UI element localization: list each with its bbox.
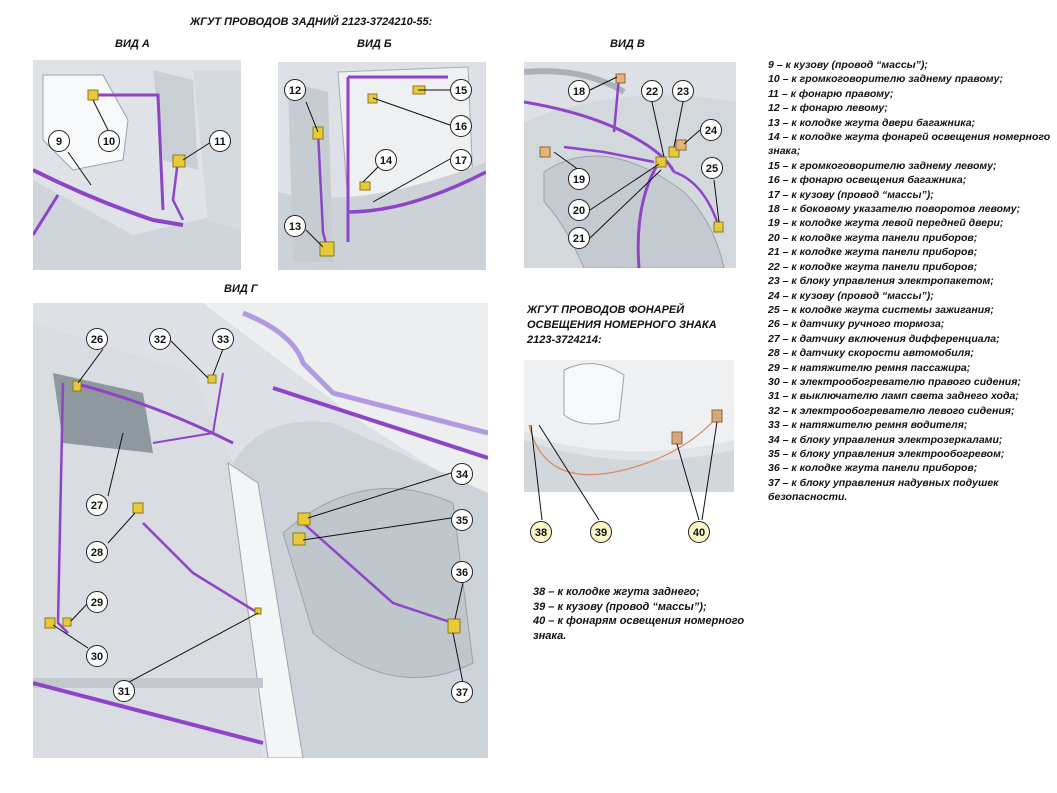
callout-21: 21 [568,227,590,249]
view-v-panel: 18 22 23 24 19 25 20 21 [524,62,736,268]
legend-item: 35 – к блоку управления электрообогревом… [768,447,1005,460]
legend-item: 15 – к громкоговорителю заднему левому; [768,159,997,172]
legend-item: 32 – к электрообогревателю левого сидени… [768,404,1015,417]
callout-28: 28 [86,541,108,563]
callout-26: 26 [86,328,108,350]
view-g-drawing [33,303,488,758]
legend-item: 33 – к натяжителю ремня водителя; [768,419,968,432]
legend-item: 17 – к кузову (провод “массы”); [768,188,934,201]
view-v-label: ВИД В [610,38,645,50]
legend-item: 36 – к колодке жгута панели приборов; [768,462,978,475]
view-a-label: ВИД А [115,38,150,50]
callout-23: 23 [672,80,694,102]
legend-item: 13 – к колодке жгута двери багажника; [768,116,976,129]
callout-16: 16 [450,115,472,137]
plate-legend-item: 40 – к фонарям освещения номерного знака… [533,615,745,642]
callout-30: 30 [86,645,108,667]
plate-legend-item: 39 – к кузову (провод “массы”); [533,600,707,613]
legend-item: 37 – к блоку управления надувных подушек… [768,476,999,504]
legend-item: 28 – к датчику скорости автомобиля; [768,347,974,360]
callout-32: 32 [149,328,171,350]
callout-20: 20 [568,199,590,221]
plate-leader-lines [530,421,718,521]
legend-item: 29 – к натяжителю ремня пассажира; [768,361,971,374]
callout-38: 38 [530,521,552,543]
callout-35: 35 [451,509,473,531]
legend-item: 9 – к кузову (провод “массы”); [768,59,928,71]
plate-harness-drawing [524,360,734,492]
legend-item: 24 – к кузову (провод “массы”); [768,289,934,302]
legend-item: 18 – к боковому указателю поворотов лево… [768,203,1021,216]
legend-item: 10 – к громкоговорителю заднему правому; [768,73,1003,86]
callout-9: 9 [48,130,70,152]
legend-item: 25 – к колодке жгута системы зажигания; [768,303,994,316]
view-a-drawing [33,60,241,270]
callout-29: 29 [86,591,108,613]
callout-33: 33 [212,328,234,350]
view-g-panel: 26 32 33 27 28 29 30 31 34 35 36 37 [33,303,488,758]
legend-item: 26 – к датчику ручного тормоза; [768,318,945,331]
callout-13: 13 [284,215,306,237]
plate-harness-title: ЖГУТ ПРОВОДОВ ФОНАРЕЙ ОСВЕЩЕНИЯ НОМЕРНОГ… [527,304,717,346]
view-a-panel: 9 10 11 [33,60,241,270]
callout-27: 27 [86,494,108,516]
callout-36: 36 [451,561,473,583]
legend-item: 19 – к колодке жгута левой передней двер… [768,217,1004,230]
callout-24: 24 [700,119,722,141]
legend-item: 16 – к фонарю освещения багажника; [768,174,967,187]
plate-harness-panel [524,360,734,492]
callout-11: 11 [209,130,231,152]
legend-item: 30 – к электрообогревателю правого сиден… [768,375,1021,388]
callout-37: 37 [451,681,473,703]
callout-18: 18 [568,80,590,102]
legend-item: 14 – к колодке жгута фонарей освещения н… [768,131,1051,158]
legend-item: 31 – к выключателю ламп света заднего хо… [768,390,1019,403]
view-b-label: ВИД Б [357,38,392,50]
callout-17: 17 [450,149,472,171]
plate-legend: 38 – к колодке жгута заднего; 39 – к куз… [533,585,773,643]
view-v-drawing [524,62,736,268]
legend-item: 21 – к колодке жгута панели приборов; [768,246,978,259]
view-g-label: ВИД Г [224,283,258,295]
callout-39: 39 [590,521,612,543]
callout-25: 25 [701,157,723,179]
legend-item: 23 – к блоку управления электропакетом; [768,275,994,288]
diagram-title: ЖГУТ ПРОВОДОВ ЗАДНИЙ 2123-3724210-55: [190,16,433,28]
callout-40: 40 [688,521,710,543]
legend-item: 11 – к фонарю правому; [768,87,894,100]
callout-22: 22 [641,80,663,102]
callout-19: 19 [568,168,590,190]
legend-item: 27 – к датчику включения дифференциала; [768,332,1000,345]
callout-12: 12 [284,79,306,101]
callout-14: 14 [375,149,397,171]
callout-15: 15 [450,79,472,101]
legend-item: 34 – к блоку управления электрозеркалами… [768,433,1003,446]
callout-31: 31 [113,680,135,702]
callout-10: 10 [98,130,120,152]
plate-legend-item: 38 – к колодке жгута заднего; [533,586,700,598]
callout-34: 34 [451,463,473,485]
legend-item: 20 – к колодке жгута панели приборов; [768,231,978,244]
legend: 9 – к кузову (провод “массы”); 10 – к гр… [768,58,1053,505]
legend-item: 12 – к фонарю левому; [768,102,888,115]
view-b-panel: 12 15 16 14 17 13 [278,62,486,270]
legend-item: 22 – к колодке жгута панели приборов; [768,260,978,273]
